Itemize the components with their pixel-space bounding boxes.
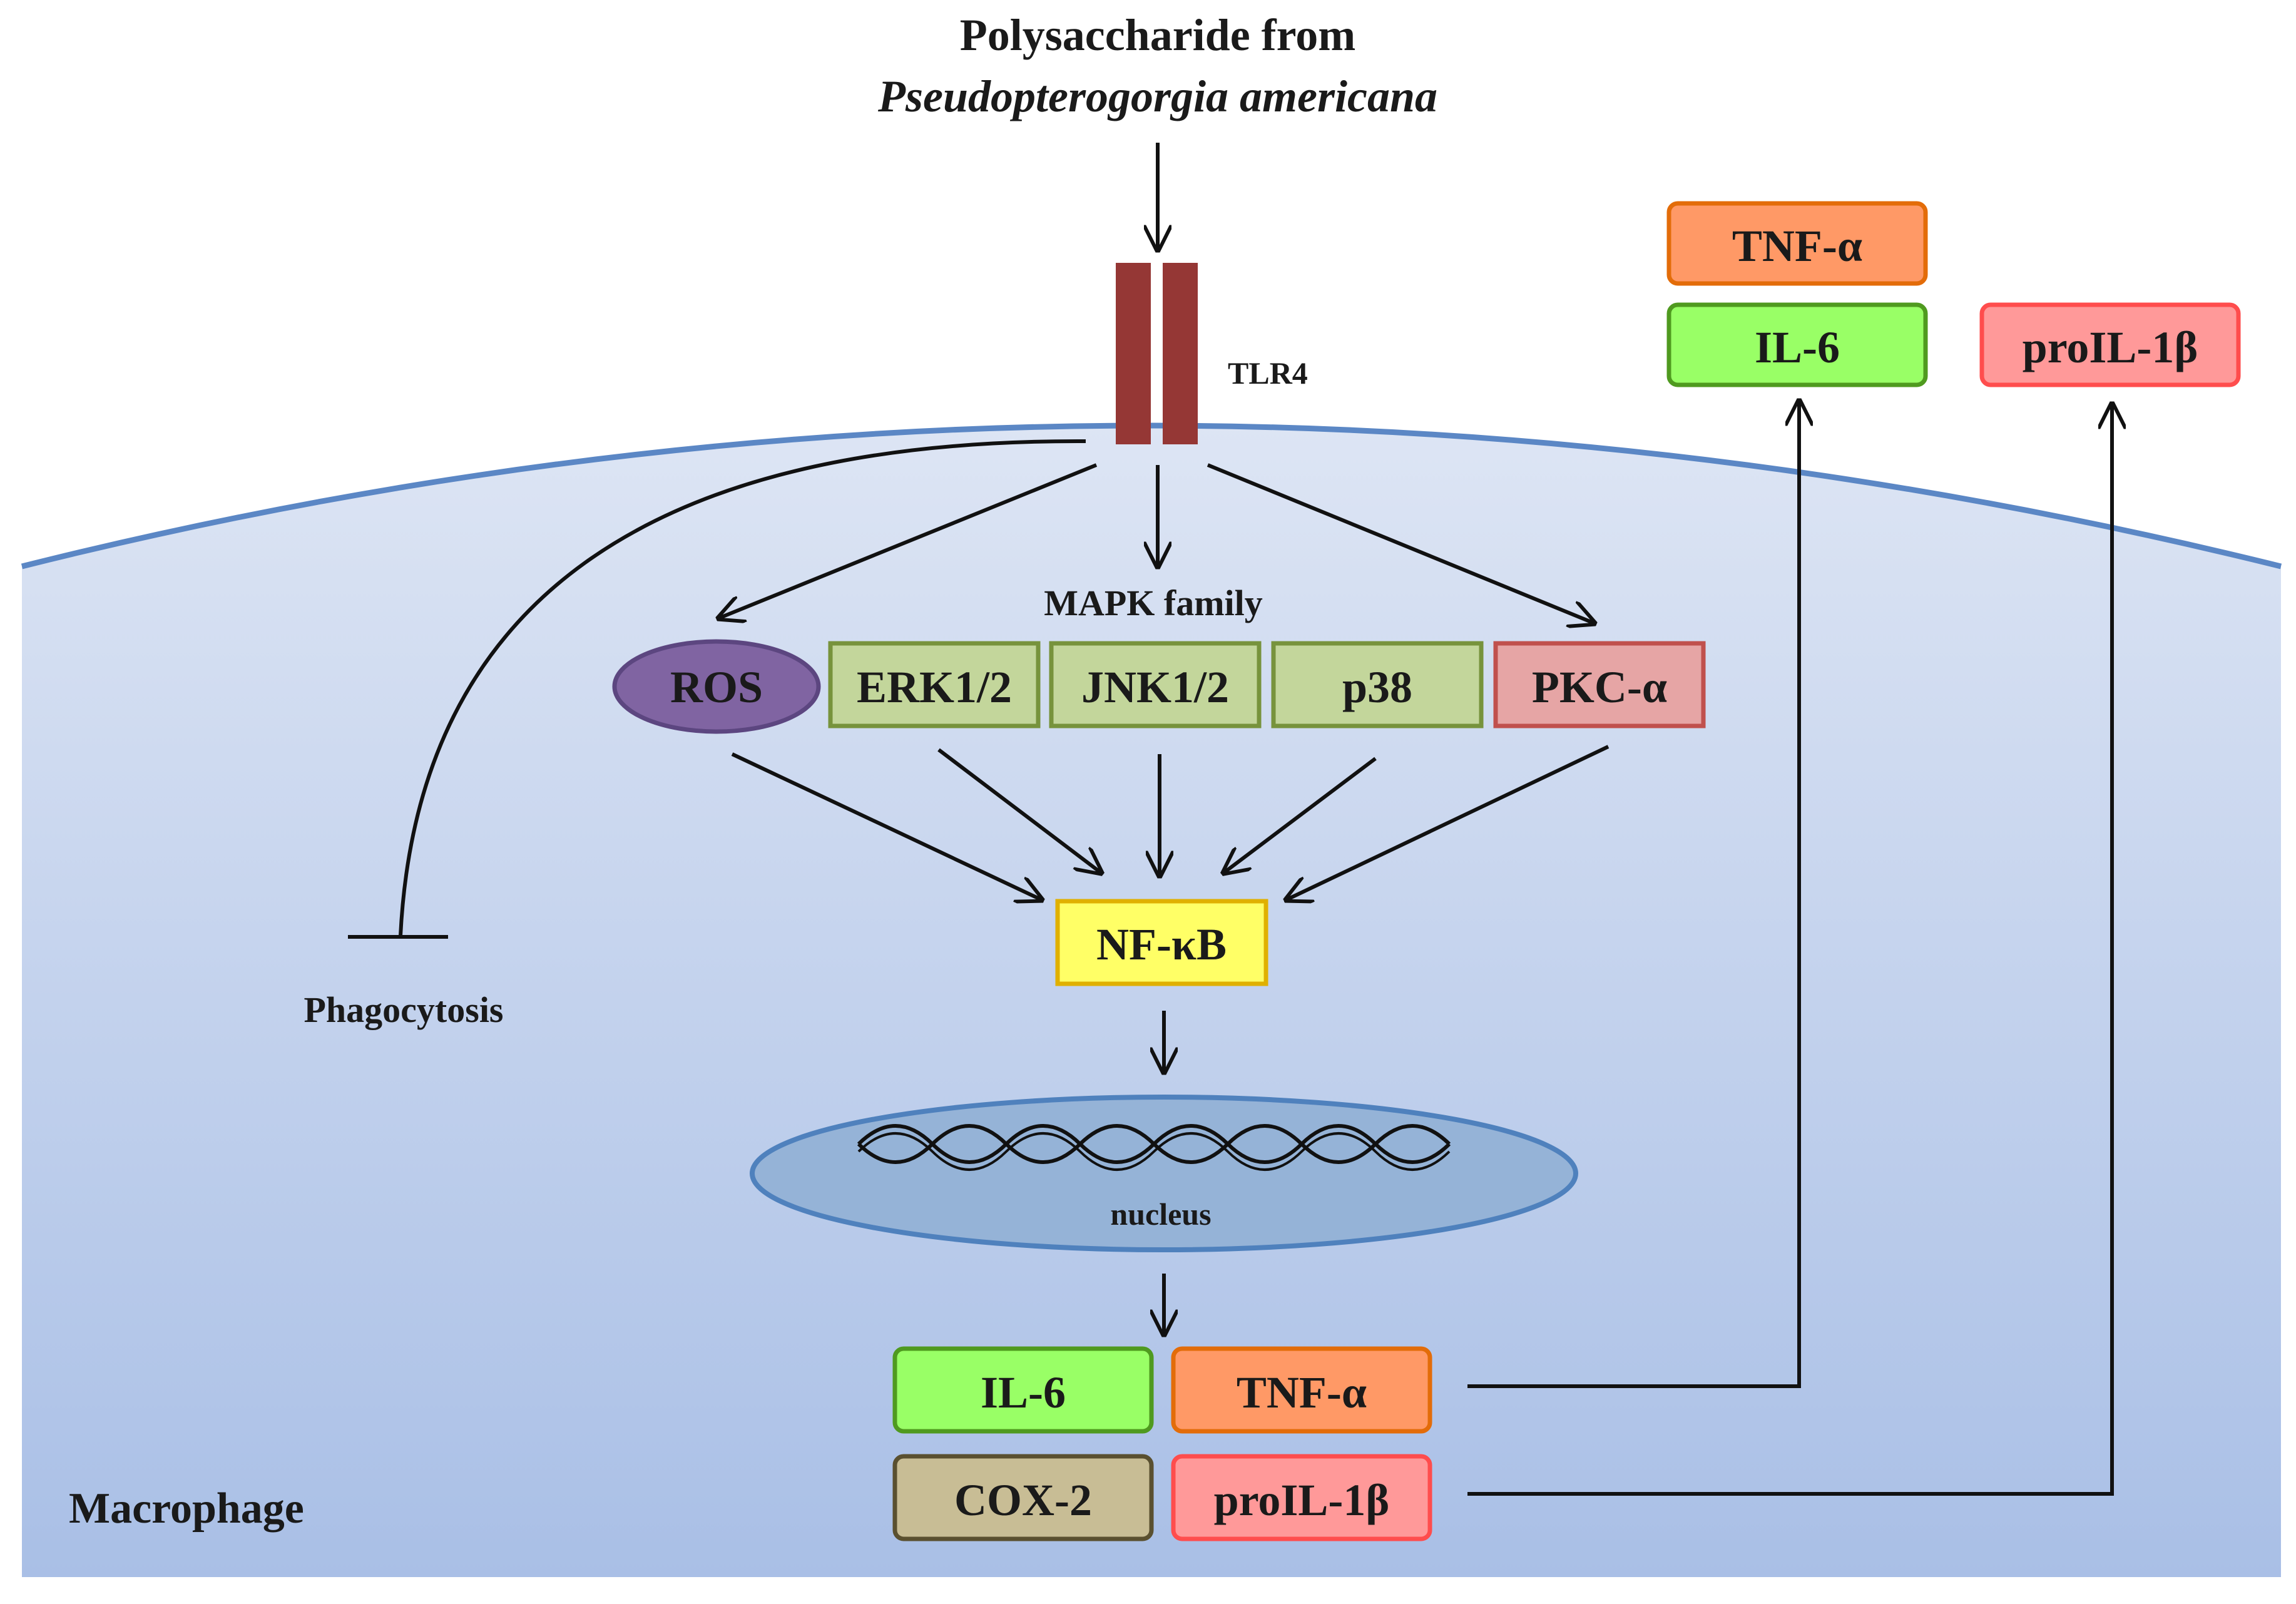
p38-node — [1271, 641, 1484, 728]
cox2-output-label: COX-2 — [954, 1475, 1092, 1525]
pkc-label: PKC-α — [1532, 662, 1667, 712]
tlr4-label: TLR4 — [1228, 355, 1308, 391]
tlr4-receptor — [1116, 263, 1198, 444]
il6-secreted — [1666, 302, 1928, 387]
dna-helix-icon — [857, 1124, 1451, 1171]
cox2-output — [892, 1454, 1154, 1541]
title-line-1: Polysaccharide from — [960, 10, 1356, 60]
tnf-secreted-label: TNF-α — [1732, 221, 1862, 271]
macrophage-label: Macrophage — [69, 1484, 304, 1533]
proil1b-output — [1171, 1454, 1432, 1541]
ros-label: ROS — [670, 662, 763, 712]
mapk-family-label: MAPK family — [1044, 583, 1263, 623]
tlr4-subunit-left — [1116, 263, 1151, 444]
secretion-path-proil1b — [1467, 404, 2112, 1496]
proil1b-secreted-label: proIL-1β — [2023, 322, 2198, 372]
nucleus — [750, 1095, 1578, 1252]
il6-secreted-label: IL-6 — [1755, 322, 1840, 372]
p38-label: p38 — [1342, 662, 1412, 712]
arrow-erk-to-nfkb — [937, 748, 1101, 873]
inhibition-tlr4-to-phagocytosis — [399, 439, 1086, 936]
arrow-pkc-to-nfkb — [1286, 745, 1610, 900]
nucleus-label: nucleus — [1110, 1197, 1211, 1232]
nfkb-node — [1055, 899, 1268, 986]
jnk-node — [1049, 641, 1262, 728]
arrow-ros-to-nfkb — [731, 752, 1042, 900]
ros-node — [612, 639, 821, 734]
cell-body — [22, 426, 2281, 1577]
proil1b-secreted — [1979, 302, 2241, 387]
phagocytosis-label: Phagocytosis — [304, 989, 504, 1030]
arrow-tlr4-to-pkc — [1207, 463, 1594, 623]
secretion-path-tnf — [1467, 401, 1799, 1388]
il6-output — [892, 1346, 1154, 1434]
nfkb-label: NF-κB — [1096, 919, 1227, 969]
tnf-output — [1171, 1346, 1432, 1434]
tnf-secreted — [1666, 201, 1928, 286]
arrow-p38-to-nfkb — [1223, 757, 1377, 873]
erk-label: ERK1/2 — [857, 662, 1012, 712]
tnf-output-label: TNF-α — [1237, 1367, 1367, 1418]
jnk-label: JNK1/2 — [1081, 662, 1229, 712]
title-line-2: Pseudopterogorgia americana — [877, 71, 1437, 121]
tlr4-subunit-right — [1163, 263, 1198, 444]
pkc-node — [1493, 641, 1706, 728]
proil1b-output-label: proIL-1β — [1214, 1475, 1390, 1525]
il6-output-label: IL-6 — [981, 1367, 1066, 1418]
erk-node — [828, 641, 1041, 728]
arrow-tlr4-to-ros — [718, 463, 1098, 618]
